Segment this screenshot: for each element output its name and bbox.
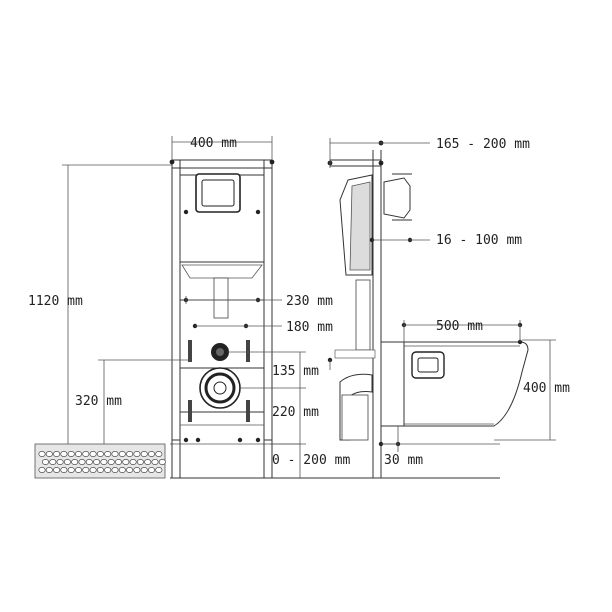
insulation-cell: [155, 467, 163, 473]
label-frame-width: 400 mm: [190, 136, 237, 151]
insulation-cell: [114, 459, 123, 465]
insulation-cell: [89, 451, 97, 457]
insulation-cell: [136, 459, 144, 465]
insulation-cell: [100, 459, 108, 465]
insulation-cell: [140, 451, 148, 457]
label-wall-range: 16 - 100 mm: [436, 233, 522, 248]
side-view: [330, 150, 529, 478]
insulation-cell: [85, 459, 93, 465]
insulation-cell: [53, 467, 61, 473]
insulation-cell: [104, 467, 112, 473]
insulation-cell: [60, 467, 68, 473]
insulation-cell: [155, 451, 163, 457]
insulation-cell: [144, 459, 152, 465]
label-wall-gap: 30 mm: [384, 453, 423, 468]
insulation-cell: [140, 467, 148, 473]
front-frame-markers: [169, 159, 275, 443]
insulation-cell: [133, 451, 141, 457]
label-bowl-length: 500 mm: [436, 319, 483, 334]
insulation-cell: [111, 451, 119, 457]
insulation-cell: [82, 467, 90, 473]
insulation-cell: [71, 459, 79, 465]
label-mount-230: 230 mm: [286, 294, 333, 309]
insulation-cell: [53, 451, 61, 457]
insulation-cell: [111, 467, 119, 473]
insulation-cell: [147, 451, 156, 457]
mounting-bolts: [188, 340, 250, 422]
floor: [34, 443, 500, 479]
label-inlet-height: 220 mm: [272, 405, 319, 420]
insulation-cell: [158, 459, 166, 465]
insulation-cell: [107, 459, 115, 465]
label-frame-height: 1120 mm: [28, 294, 83, 309]
insulation-cell: [74, 451, 83, 457]
insulation-cell: [93, 459, 101, 465]
dimension-lines-side: [329, 138, 556, 452]
label-mount-180: 180 mm: [286, 320, 333, 335]
insulation-cell: [56, 459, 64, 465]
insulation-cell: [74, 467, 83, 473]
insulation-cell: [38, 467, 46, 473]
insulation-cell: [49, 459, 57, 465]
label-mount-135: 135 mm: [272, 364, 319, 379]
insulation-cell: [96, 467, 104, 473]
insulation-cell: [126, 451, 134, 457]
floor-insulation-pattern: [38, 451, 166, 473]
insulation-cell: [122, 459, 130, 465]
insulation-cell: [60, 451, 68, 457]
insulation-cell: [118, 467, 126, 473]
label-bowl-height: 400 mm: [523, 381, 570, 396]
insulation-cell: [147, 467, 156, 473]
insulation-cell: [89, 467, 97, 473]
insulation-cell: [78, 459, 86, 465]
insulation-cell: [38, 451, 46, 457]
insulation-cell: [41, 459, 50, 465]
insulation-cell: [133, 467, 141, 473]
insulation-cell: [96, 451, 104, 457]
insulation-cell: [45, 467, 53, 473]
label-wall-depth: 165 - 200 mm: [436, 137, 530, 152]
label-drain-height: 320 mm: [75, 394, 122, 409]
insulation-cell: [104, 451, 112, 457]
insulation-cell: [63, 459, 71, 465]
insulation-cell: [126, 467, 134, 473]
insulation-cell: [151, 459, 159, 465]
insulation-cell: [118, 451, 126, 457]
insulation-cell: [129, 459, 137, 465]
dimension-lines-front: [62, 136, 306, 478]
insulation-cell: [67, 467, 75, 473]
insulation-cell: [82, 451, 90, 457]
insulation-cell: [45, 451, 53, 457]
front-frame: [171, 159, 273, 478]
insulation-cell: [67, 451, 75, 457]
label-floor-range: 0 - 200 mm: [272, 453, 350, 468]
